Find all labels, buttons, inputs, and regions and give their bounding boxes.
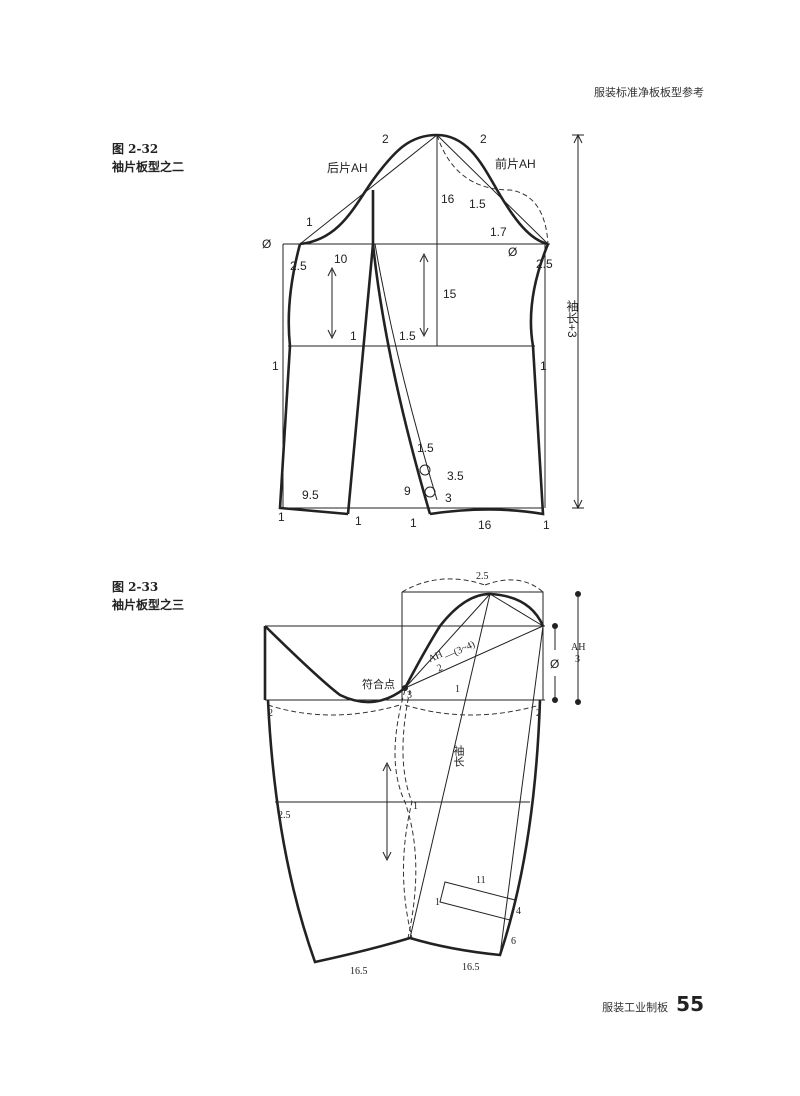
figure1-sleeve-pattern: 2 2 后片AH 前片AH 16 1.5 1.7 1 Ø Ø 2.5 2.5 1… [262,132,584,532]
figure2-caption: 图 2-33 袖片板型之三 [112,578,184,614]
front-split-seam [371,243,432,515]
figure1-number: 图 2-32 [112,142,159,156]
phi-dot-bottom [552,697,558,703]
label-left-2-5: 2.5 [278,810,291,821]
label-seam-1: 1 [350,329,357,343]
label-elbow-right-1: 1 [540,359,547,373]
label-ah3-num: AH [571,642,585,653]
top-dashed-arcs [401,578,544,593]
upper-arm-arrow [327,266,337,340]
page-number: 55 [676,992,704,1016]
sleeve-cap-curve [264,592,545,704]
label-right-phi: Ø [508,245,517,259]
label-hem-left-16-5: 16.5 [350,966,368,977]
label-ah-num: AH [427,649,445,665]
label-hem-center-1: 1 [410,516,417,530]
ah3-dot-top [575,591,581,597]
sleeve-length-line [409,593,491,939]
seam-dashed-curve [394,689,417,939]
label-cap-height: 16 [441,192,455,206]
figure1-caption: 图 2-32 袖片板型之二 [112,140,184,176]
front-diagonal [499,625,544,956]
figure2-title: 袖片板型之三 [112,598,185,612]
label-hem-9: 9 [404,484,411,498]
sleeve-cap-curve [299,133,549,246]
label-hem-left-1: 1 [278,510,285,524]
label-sleeve-length-plus-3: 袖长+3 [565,299,579,338]
notch-point-dot [402,685,408,691]
front-side-seam [429,243,550,516]
label-hem-16: 16 [478,518,492,532]
under-arm-dashed-arcs [267,704,541,716]
label-vent-3-5: 3.5 [447,469,464,483]
label-hem-9-5: 9.5 [302,488,319,502]
label-front-1-5: 1.5 [469,197,486,211]
vent-button-upper [419,464,431,476]
label-sleeve-length: 袖长 [452,744,465,767]
cap-15-arrow [419,252,429,338]
label-ah-den: 2 [435,662,444,674]
label-right-2: 2 [536,708,541,719]
figure2-sleeve-pattern: 2.5 符合点 AH 2 —(3~4) Ø AH 3 3 1 2 2 袖长 2.… [263,571,585,977]
front-diagonal [436,134,549,245]
label-elbow-left-1: 1 [272,359,279,373]
label-hem-right-16-5: 16.5 [462,962,480,973]
label-ah3-den: 3 [575,654,580,665]
figure2-number: 图 2-33 [112,580,159,594]
label-notch-point: 符合点 [362,677,395,691]
label-hem-mid-1: 1 [355,514,362,528]
label-upper-15: 15 [443,287,457,301]
seam-dashed-curve-2 [402,689,413,939]
label-cap-right-2: 2 [480,132,487,146]
label-cuff-11: 11 [476,875,486,886]
phi-dot-top [552,623,558,629]
inner-split-seam [374,243,438,501]
label-elbow-1: 1 [413,801,418,812]
label-ah-minus: —(3~4) [442,639,477,663]
label-cuff-6: 6 [511,936,516,947]
label-top-2-5: 2.5 [476,571,489,582]
ah3-dot-bottom [575,699,581,705]
label-cuff-4: 4 [516,906,521,917]
label-left-2: 2 [268,708,273,719]
page-footer: 服装工业制板 55 [602,992,704,1016]
label-1-top: 1 [455,684,460,695]
label-right-2-5: 2.5 [536,257,553,271]
label-left-2-5: 2.5 [290,259,307,273]
label-seam-1-5: 1.5 [399,329,416,343]
cuff-tab [439,881,516,921]
label-cap-left-2: 2 [382,132,389,146]
back-split-seam [346,190,375,515]
sleeve-outline [263,626,542,964]
label-cuff-1: 1 [435,897,440,908]
sleeve-length-arrow [572,133,584,510]
footer-book-title: 服装工业制板 [602,1001,669,1014]
label-front-1-7: 1.7 [490,225,507,239]
top-rectangle [265,591,545,701]
label-vent-1-5: 1.5 [417,441,434,455]
vent-button-lower [424,486,436,498]
label-back-ah: 后片AH [327,161,368,175]
label-phi: Ø [550,657,559,671]
label-hem-right-1: 1 [543,518,550,532]
label-width-10: 10 [334,252,348,266]
back-diagonal [299,134,438,245]
label-back-1: 1 [306,215,313,229]
label-3: 3 [407,690,412,701]
ah-diagonal [404,593,544,689]
label-left-phi: Ø [262,237,271,251]
figure1-title: 袖片板型之二 [112,160,185,174]
running-header: 服装标准净板板型参考 [594,86,704,99]
elbow-arrow [382,761,392,862]
label-front-ah: 前片AH [495,156,536,171]
front-dashed-curve [436,134,549,245]
label-vent-3: 3 [445,491,452,505]
back-side-seam [278,243,349,516]
